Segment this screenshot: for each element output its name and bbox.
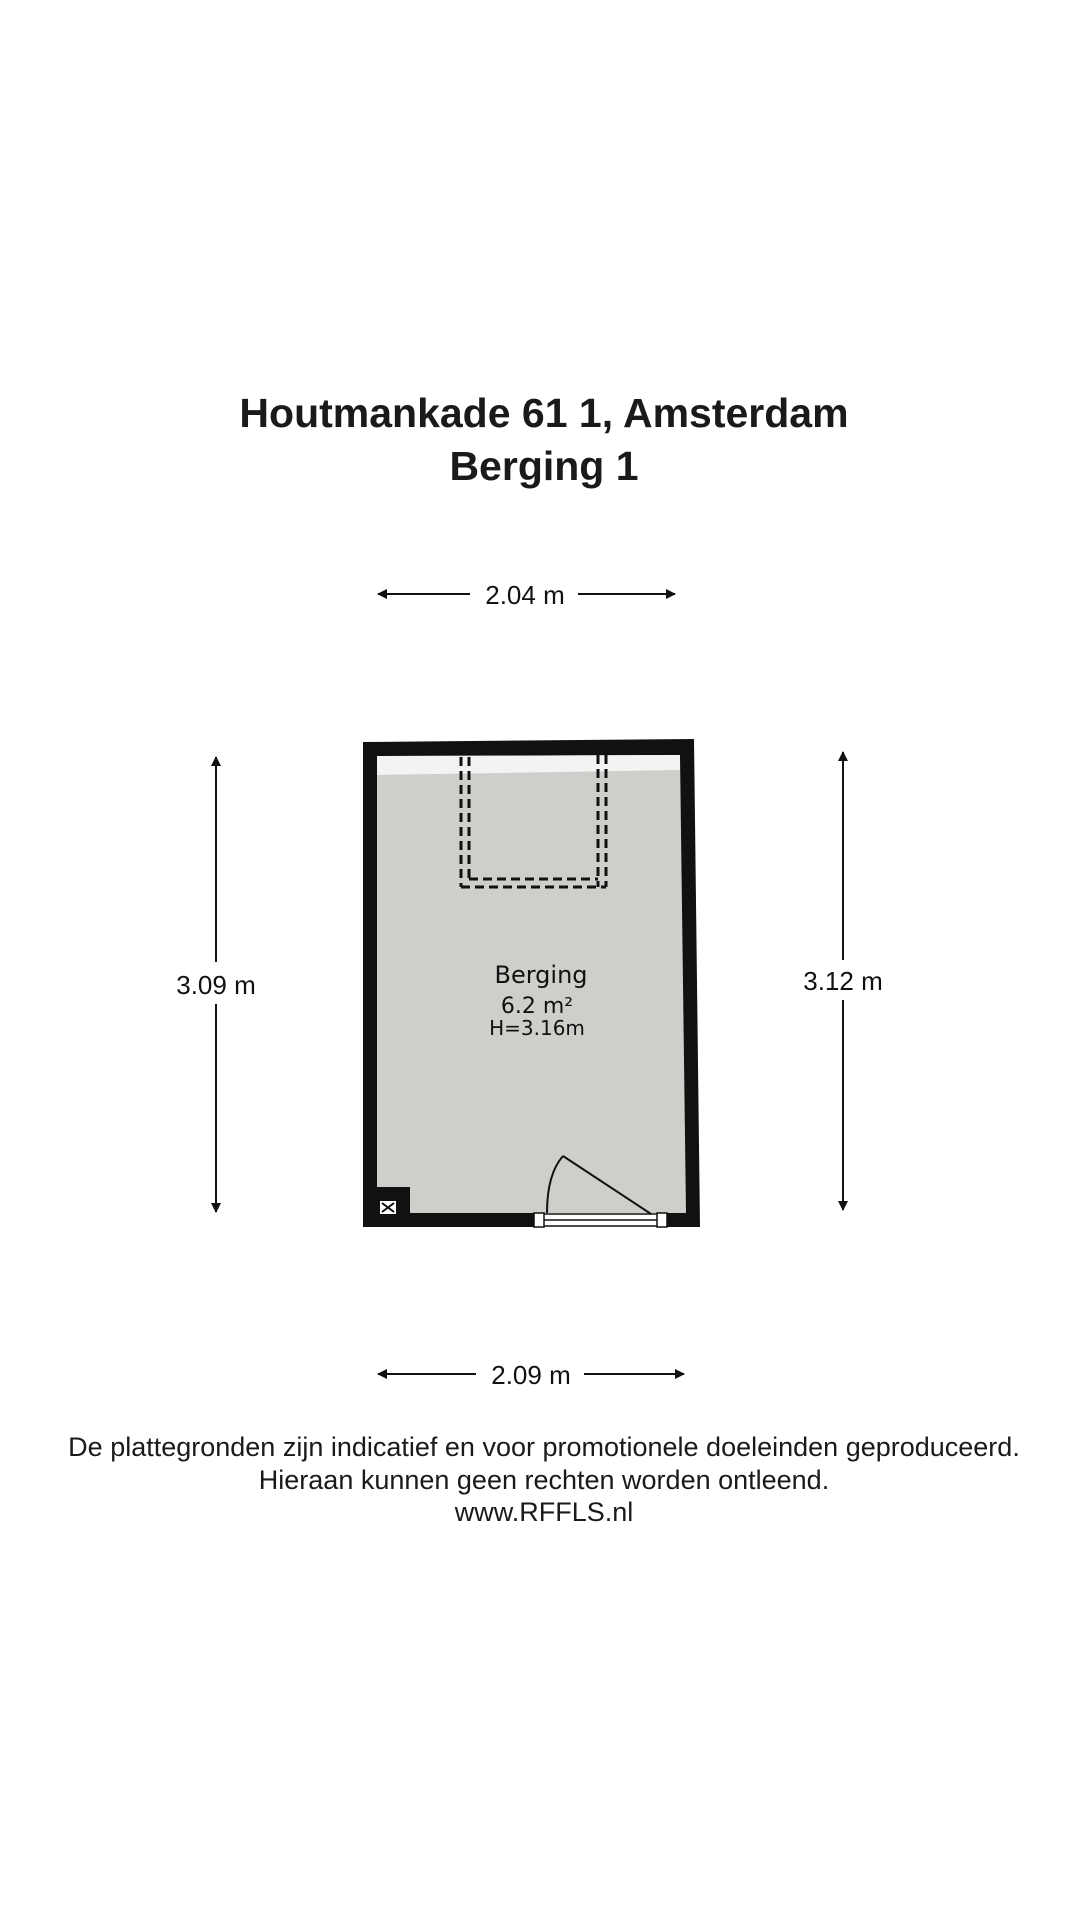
page-subtitle: Berging 1 (449, 443, 639, 489)
website-url: www.RFFLS.nl (454, 1497, 634, 1527)
dimension-right: 3.12 m (803, 751, 883, 1211)
door-icon (533, 1155, 668, 1228)
top-light-strip (377, 755, 680, 775)
dimension-bottom: 2.09 m (377, 1360, 685, 1390)
room-name: Berging (494, 961, 587, 989)
dimension-bottom-label: 2.09 m (491, 1360, 571, 1390)
page-title: Houtmankade 61 1, Amsterdam (239, 390, 849, 436)
disclaimer-line-1: De plattegronden zijn indicatief en voor… (68, 1432, 1020, 1462)
dimension-left: 3.09 m (176, 756, 256, 1213)
room-floor (377, 755, 686, 1213)
dashed-outline-icon (459, 755, 608, 889)
dimension-top: 2.04 m (377, 580, 676, 610)
dimension-left-label: 3.09 m (176, 970, 256, 1000)
dimension-right-label: 3.12 m (803, 966, 883, 996)
dimension-top-label: 2.04 m (485, 580, 565, 610)
room-area: 6.2 m² (501, 994, 573, 1019)
meter-box-icon (377, 1187, 410, 1217)
disclaimer-line-2: Hieraan kunnen geen rechten worden ontle… (258, 1465, 830, 1495)
room-height: H=3.16m (489, 1016, 585, 1040)
